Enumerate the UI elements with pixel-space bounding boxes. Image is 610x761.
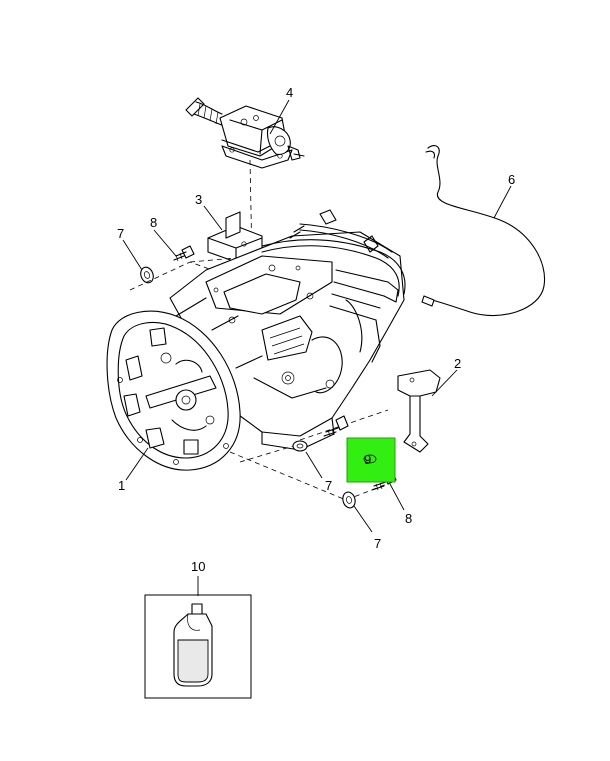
callout-9: 9 — [364, 452, 371, 467]
callout-labels: 1 2 3 4 6 7 7 7 8 8 9 10 — [117, 85, 515, 574]
callout-10: 10 — [191, 559, 205, 574]
callout-3: 3 — [195, 192, 202, 207]
part-10-fluid-box — [144, 594, 252, 699]
part-7-washer-mid — [292, 440, 308, 452]
callout-4: 4 — [286, 85, 293, 100]
part-9-highlight[interactable] — [346, 437, 396, 483]
callout-7-upper: 7 — [117, 226, 124, 241]
callout-7-mid: 7 — [325, 478, 332, 493]
highlight-box[interactable] — [346, 437, 396, 483]
part-2-bracket — [397, 369, 441, 453]
callout-7-lower: 7 — [374, 536, 381, 551]
callout-8-upper: 8 — [150, 215, 157, 230]
part-8-bolt-lower-upper — [323, 415, 349, 437]
callout-2: 2 — [454, 356, 461, 371]
callout-1: 1 — [118, 478, 125, 493]
part-6-line — [421, 145, 546, 316]
callout-8-lower: 8 — [405, 511, 412, 526]
leader-lines — [122, 99, 512, 596]
fluid-bottle-icon — [173, 603, 213, 687]
part-7-washer-lower — [342, 491, 356, 509]
part-4-shift-assembly — [185, 97, 305, 169]
part-8-bolt-upper — [173, 245, 195, 262]
part-7-washer-upper — [140, 266, 154, 284]
part-1-transmission-housing — [106, 209, 406, 471]
callout-6: 6 — [508, 172, 515, 187]
